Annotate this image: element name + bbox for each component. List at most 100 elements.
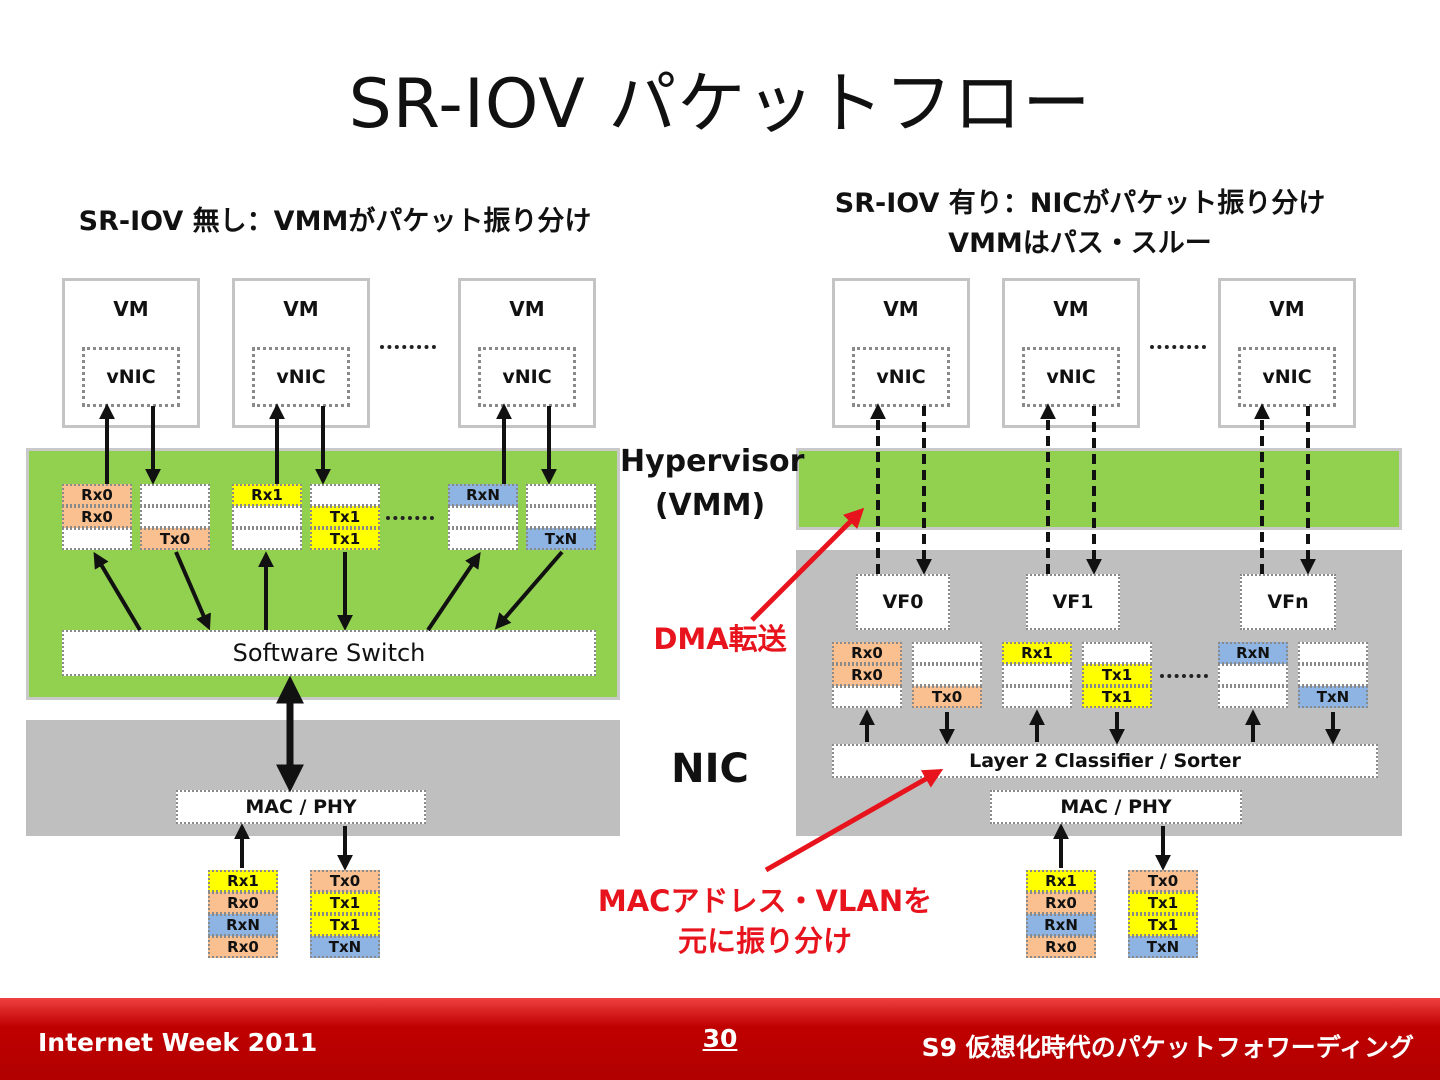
wire-packet: Rx1 (208, 870, 278, 892)
right-hypervisor-layer (796, 448, 1402, 530)
queue-cell (62, 528, 132, 550)
left-vm-3: VM vNIC (458, 278, 596, 428)
queue-cell (232, 506, 302, 528)
queue-cell (526, 484, 596, 506)
queue-cell: Tx0 (912, 686, 982, 708)
queue-cell: Rx1 (1002, 642, 1072, 664)
queue-cell (232, 528, 302, 550)
queue-cell (1218, 664, 1288, 686)
vf-box: VF1 (1026, 574, 1120, 630)
arrow (93, 551, 142, 632)
queue-cell: RxN (1218, 642, 1288, 664)
vf-box: VFn (1240, 574, 1336, 630)
right-heading-line1: SR-IOV 有り：NICがパケット振り分け (834, 188, 1326, 219)
vnic-box: vNIC (478, 347, 576, 407)
hypervisor-label-line2: (VMM) (654, 488, 766, 523)
vm-label: VM (883, 297, 919, 321)
hypervisor-label-line1: Hypervisor (620, 444, 805, 479)
queue-cell (1298, 642, 1368, 664)
wire-packet: Rx0 (208, 892, 278, 914)
vnic-box: vNIC (252, 347, 350, 407)
right-mac-phy: MAC / PHY (990, 790, 1242, 824)
software-switch: Software Switch (62, 630, 596, 676)
queue-cell: Rx0 (62, 484, 132, 506)
wire-packet: TxN (1128, 936, 1198, 958)
right-heading-line2: VMMはパス・スルー (948, 228, 1212, 259)
wire-packet: Rx0 (1026, 892, 1096, 914)
wire-packet: Tx1 (310, 892, 380, 914)
queue-cell: Tx0 (140, 528, 210, 550)
mac-vlan-label-line1: MACアドレス・VLANを (597, 884, 933, 918)
queue-cell (832, 686, 902, 708)
wire-packet: Tx1 (1128, 892, 1198, 914)
right-vm-1: VM vNIC (832, 278, 970, 428)
queue-cell: Rx0 (832, 664, 902, 686)
wire-packet: Tx1 (310, 914, 380, 936)
queue-cell (1298, 664, 1368, 686)
classifier-callout-arrow (764, 769, 944, 873)
page-number: 30 (702, 1024, 738, 1053)
vm-label: VM (113, 297, 149, 321)
queue-cell (1218, 686, 1288, 708)
queue-cell (526, 506, 596, 528)
right-vm-2: VM vNIC (1002, 278, 1140, 428)
queue-cell: Tx1 (310, 506, 380, 528)
page-title: SR-IOV パケットフロー (348, 65, 1092, 144)
footer-event: Internet Week 2011 (38, 1028, 318, 1057)
queue-cell (912, 642, 982, 664)
vf-box: VF0 (856, 574, 950, 630)
queue-cell (140, 506, 210, 528)
wire-packet: TxN (310, 936, 380, 958)
vm-label: VM (283, 297, 319, 321)
queue-cell (140, 484, 210, 506)
queue-cell: Tx1 (310, 528, 380, 550)
nic-label: NIC (671, 746, 749, 792)
queue-cell: RxN (448, 484, 518, 506)
dma-callout-arrow (750, 507, 865, 622)
queue-cell: Rx1 (232, 484, 302, 506)
queue-cell (448, 528, 518, 550)
arrow (426, 552, 481, 632)
queue-cell: Rx0 (62, 506, 132, 528)
vm-label: VM (1269, 297, 1305, 321)
arrow (174, 551, 211, 631)
wire-packet: RxN (1026, 914, 1096, 936)
left-vm-ellipsis (380, 345, 436, 349)
queue-cell (1002, 664, 1072, 686)
wire-packet: Rx1 (1026, 870, 1096, 892)
right-queue-ellipsis (1160, 674, 1208, 678)
vm-label: VM (509, 297, 545, 321)
wire-packet: Tx0 (1128, 870, 1198, 892)
vnic-box: vNIC (1238, 347, 1336, 407)
mac-vlan-label-line2: 元に振り分け (677, 924, 852, 958)
left-vm-2: VM vNIC (232, 278, 370, 428)
wire-packet: Tx1 (1128, 914, 1198, 936)
vnic-box: vNIC (852, 347, 950, 407)
queue-cell (448, 506, 518, 528)
vnic-box: vNIC (82, 347, 180, 407)
arrow (494, 550, 564, 630)
queue-cell: Rx0 (832, 642, 902, 664)
queue-cell: TxN (526, 528, 596, 550)
queue-cell: Tx1 (1082, 664, 1152, 686)
footer-bar (0, 998, 1440, 1080)
wire-packet: RxN (208, 914, 278, 936)
footer-session: S9 仮想化時代のパケットフォワーディング (921, 1033, 1414, 1062)
wire-packet: Rx0 (1026, 936, 1096, 958)
dma-transfer-label: DMA転送 (653, 622, 787, 656)
right-vm-3: VM vNIC (1218, 278, 1356, 428)
queue-cell: TxN (1298, 686, 1368, 708)
wire-packet: Rx0 (208, 936, 278, 958)
queue-cell (1082, 642, 1152, 664)
vm-label: VM (1053, 297, 1089, 321)
queue-cell (1002, 686, 1072, 708)
left-queue-ellipsis (386, 516, 434, 520)
queue-cell: Tx1 (1082, 686, 1152, 708)
left-vm-1: VM vNIC (62, 278, 200, 428)
queue-cell (310, 484, 380, 506)
right-vm-ellipsis (1150, 345, 1206, 349)
left-heading: SR-IOV 無し：VMMがパケット振り分け (78, 206, 592, 237)
queue-cell (912, 664, 982, 686)
wire-packet: Tx0 (310, 870, 380, 892)
